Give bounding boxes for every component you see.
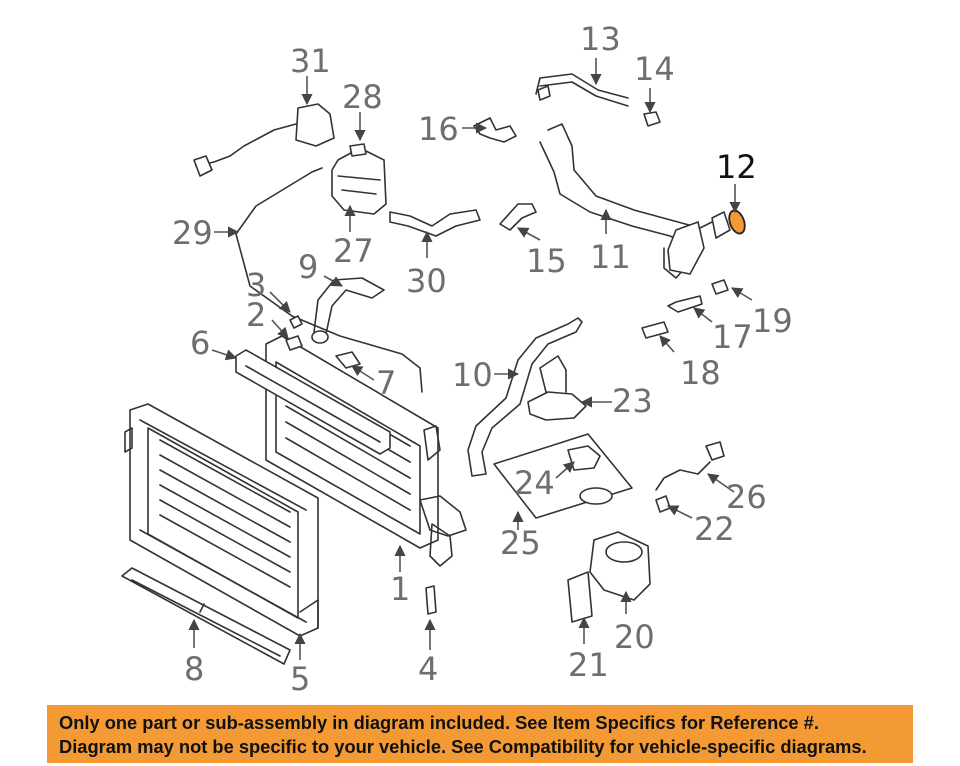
callout-9: 9 xyxy=(298,248,318,286)
callout-16: 16 xyxy=(418,110,459,148)
callout-2: 2 xyxy=(246,296,266,334)
callout-5: 5 xyxy=(290,660,310,698)
upper-support-bar xyxy=(235,349,391,455)
callout-13: 13 xyxy=(580,20,621,58)
callout-18: 18 xyxy=(680,354,721,392)
callout-27: 27 xyxy=(333,232,374,270)
callout-24: 24 xyxy=(514,464,555,502)
callout-22: 22 xyxy=(694,510,735,548)
callout-20: 20 xyxy=(614,618,655,656)
drain-plug xyxy=(425,585,437,615)
leader-lines xyxy=(188,58,753,660)
disclaimer-banner: Only one part or sub-assembly in diagram… xyxy=(47,705,913,763)
metal-pipe-13 xyxy=(535,73,629,107)
small-hose-14 xyxy=(643,111,661,127)
air-deflector xyxy=(121,567,291,665)
callout-4: 4 xyxy=(418,650,438,688)
callout-28: 28 xyxy=(342,78,383,116)
disclaimer-line-2: Diagram may not be specific to your vehi… xyxy=(59,736,867,757)
callout-3: 3 xyxy=(246,266,266,304)
sensor-22 xyxy=(655,495,671,513)
callout-labels: 31 28 27 29 3 2 9 6 7 30 16 13 14 15 11 … xyxy=(172,20,793,698)
pipe-end xyxy=(537,85,551,101)
callout-29: 29 xyxy=(172,214,213,252)
callout-21: 21 xyxy=(568,646,609,684)
small-hose-16 xyxy=(473,117,517,143)
callout-11: 11 xyxy=(590,238,631,276)
bypass-hose xyxy=(389,209,481,237)
bolt-cap-bracket xyxy=(285,315,361,369)
callout-23: 23 xyxy=(612,382,653,420)
callout-19: 19 xyxy=(752,302,793,340)
overflow-hose xyxy=(235,167,423,393)
radiator xyxy=(124,403,319,637)
callout-8: 8 xyxy=(184,650,204,688)
sensors xyxy=(641,279,729,339)
callout-10: 10 xyxy=(452,356,493,394)
callout-30: 30 xyxy=(406,262,447,300)
small-hose-15 xyxy=(499,203,537,231)
callout-7: 7 xyxy=(376,364,396,402)
coolant-reservoir xyxy=(331,143,387,215)
callout-12: 12 xyxy=(716,148,757,186)
upper-hose xyxy=(311,277,385,344)
thermostat-housing xyxy=(527,355,587,421)
callout-15: 15 xyxy=(526,242,567,280)
callout-6: 6 xyxy=(190,324,210,362)
water-pump-housing xyxy=(567,531,651,623)
callout-17: 17 xyxy=(712,318,753,356)
parts-diagram: 31 28 27 29 3 2 9 6 7 30 16 13 14 15 11 … xyxy=(121,20,793,698)
coolant-pipe xyxy=(539,123,731,279)
callout-1: 1 xyxy=(390,570,410,608)
disclaimer-line-1: Only one part or sub-assembly in diagram… xyxy=(59,712,819,733)
callout-26: 26 xyxy=(726,478,767,516)
o-ring-12 xyxy=(728,209,746,235)
level-sensor xyxy=(193,103,335,177)
callout-25: 25 xyxy=(500,524,541,562)
lower-hose xyxy=(467,317,583,477)
callout-31: 31 xyxy=(290,42,331,80)
sensor-26 xyxy=(655,441,725,491)
thermostat-kit xyxy=(493,433,633,519)
callout-14: 14 xyxy=(634,50,675,88)
